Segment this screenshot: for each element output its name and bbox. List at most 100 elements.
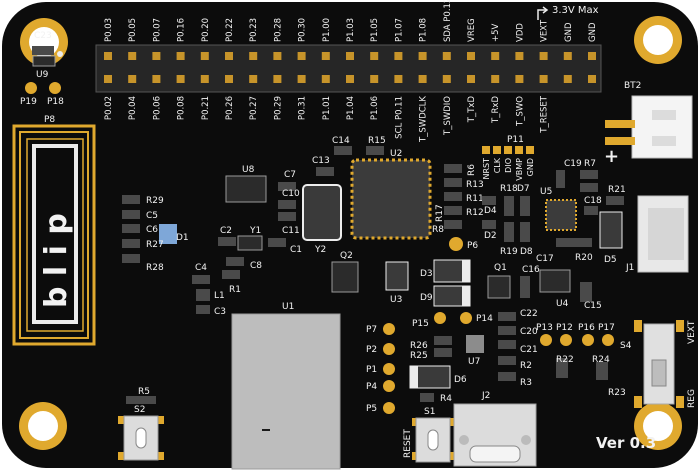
header-top-label: P1.03 <box>346 18 356 42</box>
pad-p19 <box>25 82 37 94</box>
header-pin <box>491 75 500 83</box>
header-top-label: P0.05 <box>128 18 138 42</box>
header-bottom-label: T_SWDCLK <box>419 96 429 143</box>
header-top-label: GND <box>588 22 598 42</box>
res-r22 <box>556 358 568 378</box>
passives-c22-r3 <box>498 312 516 381</box>
label-r24: R24 <box>592 355 610 365</box>
label-p15: P15 <box>412 319 429 329</box>
header-pin <box>225 75 233 83</box>
label-q2: Q2 <box>340 251 353 261</box>
header-top-label: VDD <box>515 23 525 42</box>
mounting-hole-bottom-left <box>19 402 67 450</box>
p11-pad <box>515 146 523 154</box>
header-pin <box>442 52 451 60</box>
board-logo: b l i p <box>39 213 74 308</box>
res-r21 <box>606 196 624 205</box>
label-c8: C8 <box>250 261 262 271</box>
pad-p14 <box>460 312 472 324</box>
label-u8: U8 <box>242 165 255 175</box>
p11-pads <box>482 146 534 154</box>
header-bottom-label: T_RESET <box>540 95 550 133</box>
diode-d7 <box>520 196 530 216</box>
mounting-hole-bottom-right <box>634 402 682 450</box>
header-pin <box>273 52 282 60</box>
header-pin <box>370 75 379 83</box>
label-r20: R20 <box>575 253 593 263</box>
cap-c14 <box>334 146 352 155</box>
cap-c3 <box>196 305 210 314</box>
diode-d2 <box>482 220 496 229</box>
label-s4: S4 <box>620 341 632 351</box>
header-pin <box>297 75 306 83</box>
header-top-label: P1.08 <box>419 18 429 42</box>
header-pin <box>394 75 403 83</box>
label-p16: P16 <box>578 323 595 333</box>
label-c16: C16 <box>522 265 540 275</box>
cap-c18-top <box>580 183 598 192</box>
p11-pad <box>482 146 490 154</box>
res-r7 <box>580 170 598 179</box>
label-c18: C18 <box>584 196 602 206</box>
header-bottom-label: P0.31 <box>298 96 308 120</box>
header-pin <box>297 52 306 60</box>
header-pin <box>225 52 233 60</box>
p11-pad <box>526 146 534 154</box>
label-r11: R11 <box>466 194 484 204</box>
label-c5: C5 <box>146 211 158 221</box>
label-r28: R28 <box>146 263 164 273</box>
label-u5: U5 <box>540 187 552 197</box>
cap-c19 <box>556 170 565 188</box>
label-j1: J1 <box>625 263 634 273</box>
label-reset: RESET <box>403 429 413 458</box>
res-r4 <box>420 393 434 402</box>
label-y1: Y1 <box>249 226 261 236</box>
header-top-label: P0.16 <box>177 18 187 42</box>
cap-c17 <box>556 238 574 247</box>
diode-d5 <box>599 211 623 249</box>
header-pin <box>467 75 475 83</box>
label-d7: D7 <box>517 184 530 194</box>
label-r18: R18 <box>500 184 518 194</box>
header-pin <box>321 75 330 83</box>
cap-c23 <box>32 46 54 55</box>
label-r22: R22 <box>556 355 574 365</box>
cap-c4 <box>192 275 210 284</box>
header-bottom-label: T_TxD <box>467 96 477 124</box>
board-version: Ver 0.3 <box>596 434 656 452</box>
plus-icon: + <box>604 146 619 167</box>
p11-pad <box>504 146 512 154</box>
label-u3: U3 <box>390 295 402 305</box>
header-top-label: P0.03 <box>104 18 114 42</box>
label-c15: C15 <box>584 301 602 311</box>
battery-connector-bt2 <box>631 95 693 159</box>
header-bottom-label: P0.26 <box>225 96 235 120</box>
header-bottom-label: T_RxD <box>491 96 501 124</box>
power-note: 3.3V Max <box>552 5 599 16</box>
p11-pad <box>493 146 501 154</box>
header-top-label: P0.23 <box>249 18 259 42</box>
label-c14: C14 <box>332 136 350 146</box>
cap-c11 <box>278 212 296 221</box>
label-c1: C1 <box>290 245 302 255</box>
slide-switch-s4-knob[interactable] <box>651 359 667 387</box>
res-r24 <box>596 362 608 380</box>
header-pin <box>418 75 427 83</box>
header-pin <box>515 52 524 60</box>
label-r26: R26 <box>410 341 428 351</box>
header-pin <box>128 75 137 83</box>
chip-u4 <box>539 269 571 293</box>
header-pin <box>321 52 330 60</box>
header-pin <box>588 75 596 83</box>
label-c2: C2 <box>220 226 232 236</box>
cap-c16-a <box>520 276 530 298</box>
header-pin <box>394 52 403 60</box>
header-pin <box>515 75 524 83</box>
label-d4: D4 <box>484 206 497 216</box>
label-u2: U2 <box>390 149 402 159</box>
header-top-label: P0.22 <box>225 18 235 42</box>
label-r27: R27 <box>146 240 164 250</box>
test-pads-p13-p17 <box>540 334 614 346</box>
header-bottom-label: P0.21 <box>201 96 211 120</box>
